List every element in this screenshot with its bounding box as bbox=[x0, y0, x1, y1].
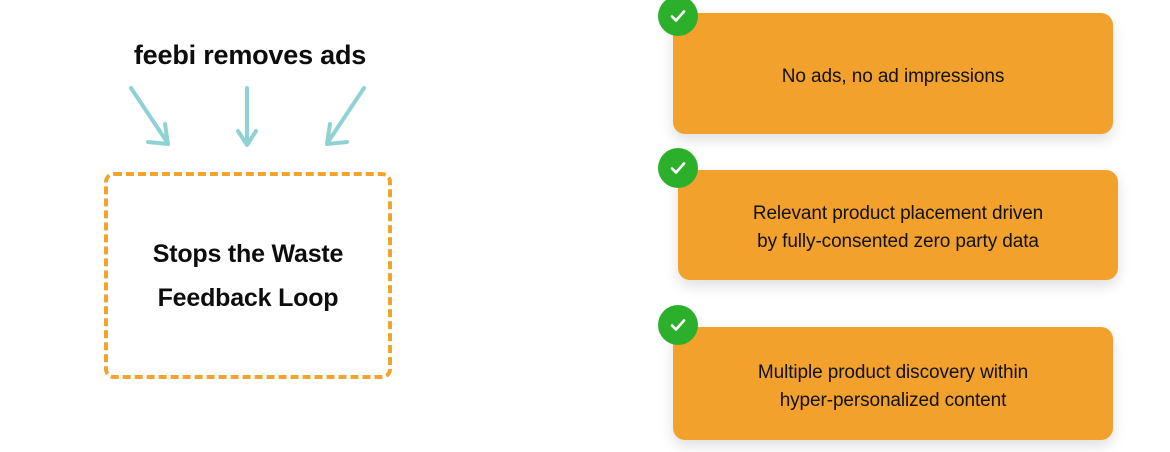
waste-feedback-loop-label: Stops the Waste Feedback Loop bbox=[152, 239, 344, 312]
check-icon bbox=[658, 148, 698, 188]
arrow-down-right-icon bbox=[129, 86, 170, 146]
benefit-label: Relevant product placement driven by ful… bbox=[752, 203, 1044, 252]
left-panel: feebi removes ads Stops the Waste Feedba… bbox=[104, 40, 392, 379]
page-title: feebi removes ads bbox=[133, 40, 367, 70]
arrow-down-icon bbox=[236, 86, 258, 147]
benefit-label: Multiple product discovery within hyper-… bbox=[757, 361, 1029, 411]
waste-feedback-loop-box: Stops the Waste Feedback Loop bbox=[104, 172, 392, 379]
benefits-panel: No ads, no ad impressions Relevant produ… bbox=[646, 0, 1170, 452]
check-icon bbox=[658, 0, 698, 36]
arrows-group bbox=[129, 86, 366, 147]
benefit-card[interactable]: No ads, no ad impressions bbox=[673, 13, 1113, 134]
benefit-card[interactable]: Multiple product discovery within hyper-… bbox=[673, 327, 1113, 440]
benefit-card[interactable]: Relevant product placement driven by ful… bbox=[678, 170, 1118, 280]
arrow-down-left-icon bbox=[325, 86, 366, 146]
check-icon bbox=[658, 305, 698, 345]
benefit-label: No ads, no ad impressions bbox=[781, 65, 1005, 87]
